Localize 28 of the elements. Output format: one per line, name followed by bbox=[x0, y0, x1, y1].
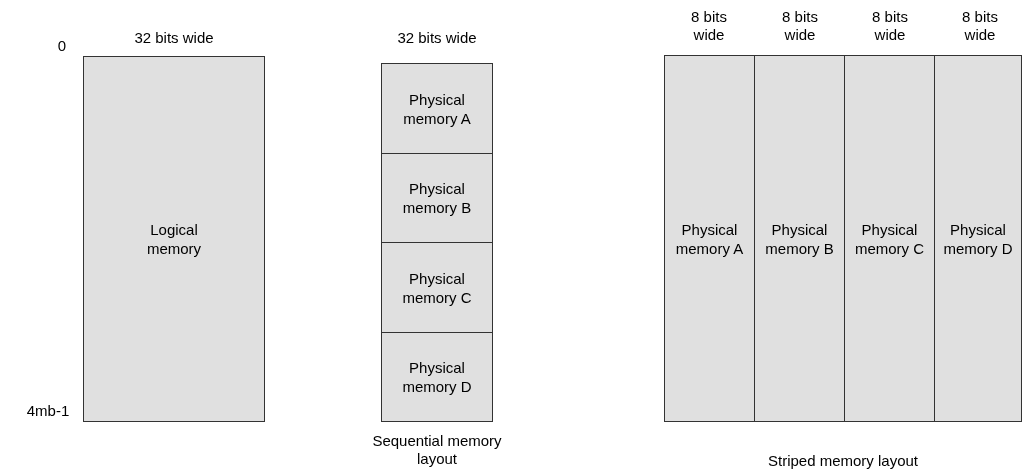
block-label: Physical memory C bbox=[853, 219, 926, 258]
block-label: Logical memory bbox=[145, 220, 203, 258]
memory-block bbox=[844, 55, 935, 422]
column-width-label: 8 bits wide bbox=[781, 8, 819, 44]
block-label: Physical memory D bbox=[942, 219, 1014, 258]
memory-block bbox=[754, 55, 845, 422]
width-label: 32 bits wide bbox=[133, 29, 215, 47]
memory-block bbox=[381, 242, 493, 333]
layout-caption: Sequential memory layout bbox=[371, 432, 503, 468]
block-label: Physical memory B bbox=[764, 219, 835, 258]
column-width-label: 8 bits wide bbox=[871, 8, 909, 44]
memory-block bbox=[381, 332, 493, 422]
block-label: Physical memory C bbox=[401, 268, 473, 307]
memory-block bbox=[934, 55, 1022, 422]
width-label: 32 bits wide bbox=[396, 29, 478, 47]
column-width-label: 8 bits wide bbox=[961, 8, 999, 44]
memory-block bbox=[381, 63, 493, 154]
memory-block bbox=[664, 55, 755, 422]
address-label: 0 bbox=[56, 37, 68, 55]
memory-block bbox=[83, 56, 265, 422]
block-label: Physical memory B bbox=[401, 179, 473, 217]
layout-caption: Striped memory layout bbox=[766, 452, 920, 470]
block-label: Physical memory A bbox=[674, 219, 745, 258]
memory-block bbox=[381, 153, 493, 243]
column-width-label: 8 bits wide bbox=[690, 8, 728, 44]
address-label: 4mb-1 bbox=[25, 402, 71, 420]
block-label: Physical memory D bbox=[401, 358, 473, 396]
block-label: Physical memory A bbox=[402, 89, 472, 128]
